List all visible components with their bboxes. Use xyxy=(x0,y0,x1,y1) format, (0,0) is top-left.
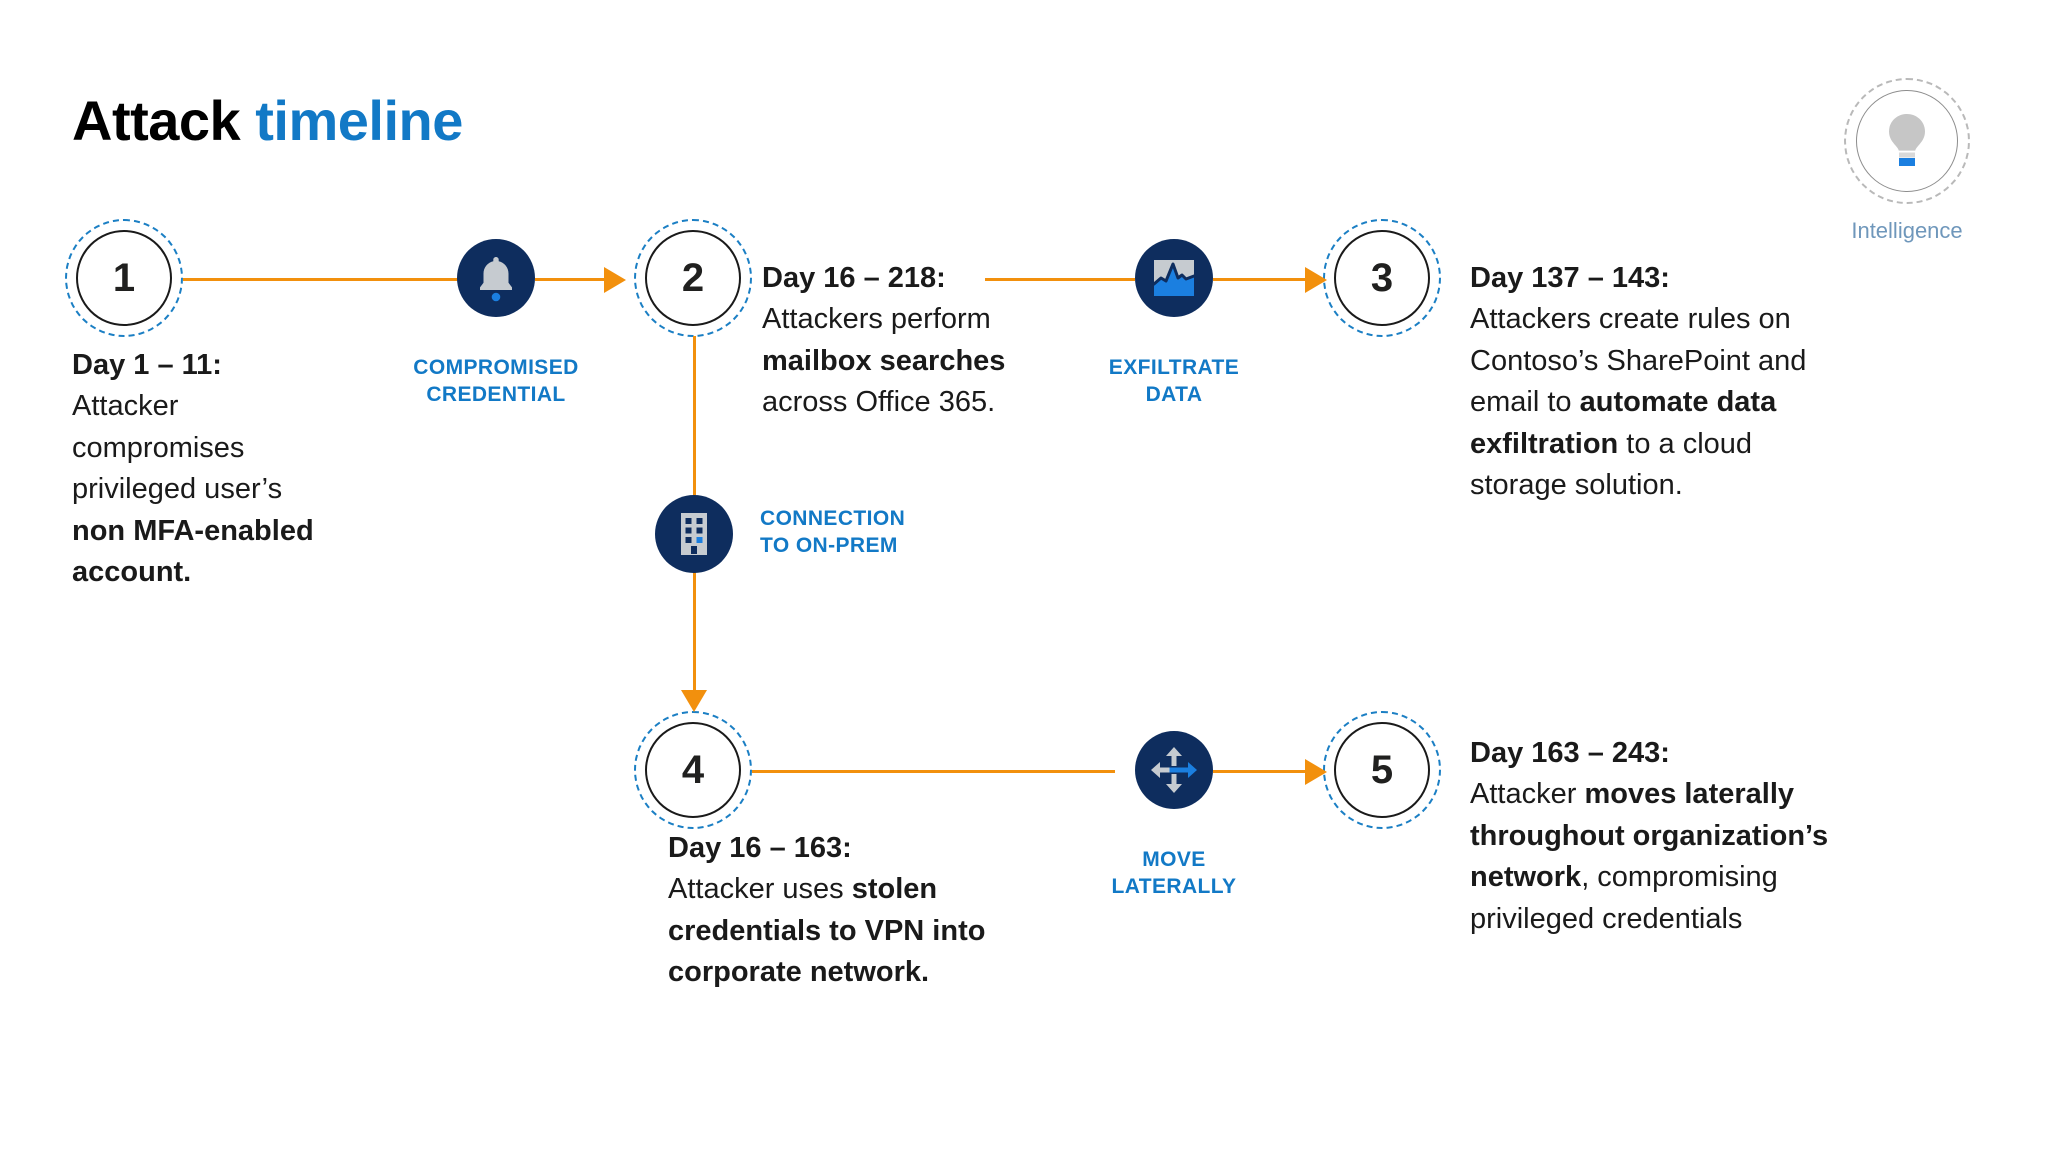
page-title-part2: timeline xyxy=(255,89,463,152)
step-node-1-dashed-ring xyxy=(65,219,183,337)
connector-move-to-5 xyxy=(1213,770,1323,773)
page-title-part1: Attack xyxy=(72,89,241,152)
step-4-description: Day 16 – 163: Attacker uses stolen credent… xyxy=(668,828,1048,994)
step-text-line: throughout organization’s xyxy=(1470,819,1829,852)
step-node-2-number: 2 xyxy=(681,256,705,300)
step-node-1-number: 1 xyxy=(112,256,136,300)
intelligence-badge: Intelligence xyxy=(1826,78,1988,244)
step-text-line: exfiltration to a cloud xyxy=(1470,427,1753,460)
step-text-line: privileged user’s xyxy=(72,473,283,506)
step-day-range: Day 16 – 163: xyxy=(668,832,852,864)
step-text-line: Attackers perform xyxy=(762,303,991,336)
compromised-credential-badge[interactable] xyxy=(457,239,535,317)
move-laterally-label: MOVE LATERALLY xyxy=(1111,848,1237,898)
move-laterally-badge[interactable] xyxy=(1135,731,1213,809)
step-day-range: Day 1 – 11: xyxy=(72,349,222,381)
compromised-credential-label: COMPROMISED CREDENTIAL xyxy=(413,356,579,406)
step-text-line: credentials to VPN into xyxy=(668,914,986,947)
step-text-line: Attacker moves laterally xyxy=(1470,778,1795,811)
chart-icon xyxy=(1150,254,1198,302)
step-node-1-circle: 1 xyxy=(76,230,172,326)
connector-chart-to-3 xyxy=(1213,278,1323,281)
step-node-5-number: 5 xyxy=(1370,748,1394,792)
page-title: Attack timeline xyxy=(72,88,463,153)
bell-icon xyxy=(473,253,519,303)
step-text-line: mailbox searches xyxy=(762,344,1006,377)
step-node-3[interactable]: 3 xyxy=(1323,219,1441,337)
connection-on-prem-badge[interactable] xyxy=(655,495,733,573)
step-text-line: corporate network. xyxy=(668,956,930,989)
connector-bell-to-2 xyxy=(535,278,620,281)
step-text-line: privileged credentials xyxy=(1470,902,1743,935)
exfiltrate-data-label: EXFILTRATE DATA xyxy=(1108,356,1240,406)
step-5-description: Day 163 – 243: Attacker moves laterally th… xyxy=(1470,733,1900,940)
step-node-3-circle: 3 xyxy=(1334,230,1430,326)
step-node-4[interactable]: 4 xyxy=(634,711,752,829)
step-node-5[interactable]: 5 xyxy=(1323,711,1441,829)
step-text-line: Attackers create rules on xyxy=(1470,303,1791,336)
step-node-4-circle: 4 xyxy=(645,722,741,818)
step-text-line: email to automate data xyxy=(1470,386,1777,419)
step-3-description: Day 137 – 143: Attackers create rules on C… xyxy=(1470,258,1890,507)
step-1-description: Day 1 – 11: Attacker compromises privileged… xyxy=(72,345,402,594)
step-node-2-circle: 2 xyxy=(645,230,741,326)
step-node-2[interactable]: 2 xyxy=(634,219,752,337)
arrowhead-to-node-2 xyxy=(604,267,626,293)
step-node-1[interactable]: 1 xyxy=(65,219,183,337)
connector-4-to-move xyxy=(752,770,1115,773)
intelligence-label: Intelligence xyxy=(1851,218,1963,243)
step-day-range: Day 163 – 243: xyxy=(1470,737,1670,769)
exfiltrate-data-badge[interactable] xyxy=(1135,239,1213,317)
intelligence-dashed-ring xyxy=(1844,78,1970,204)
connector-1-to-bell xyxy=(183,278,493,281)
step-text-line: Attacker xyxy=(72,390,179,423)
step-day-range: Day 137 – 143: xyxy=(1470,262,1670,294)
step-2-description: Day 16 – 218: Attackers perform mailbox se… xyxy=(762,258,1062,424)
arrowhead-to-node-5 xyxy=(1305,759,1327,785)
step-text-line: storage solution. xyxy=(1470,469,1683,502)
step-text-line: Attacker uses stolen xyxy=(668,873,938,906)
building-icon xyxy=(672,510,716,558)
step-node-4-dashed-ring xyxy=(634,711,752,829)
step-text-line: compromises xyxy=(72,431,245,464)
step-day-range: Day 16 – 218: xyxy=(762,262,946,294)
step-text-line: non MFA-enabled xyxy=(72,514,314,547)
move-arrows-icon xyxy=(1149,745,1199,795)
connection-on-prem-label: CONNECTION TO ON-PREM xyxy=(760,507,906,557)
arrowhead-to-node-3 xyxy=(1305,267,1327,293)
arrowhead-to-node-4 xyxy=(681,690,707,712)
step-text-line: across Office 365. xyxy=(762,386,996,419)
step-node-4-number: 4 xyxy=(681,748,705,792)
intelligence-inner-ring xyxy=(1856,90,1958,192)
step-text-line: Contoso’s SharePoint and xyxy=(1470,344,1807,377)
connector-2-to-chart xyxy=(985,278,1135,281)
step-text-line: account. xyxy=(72,556,192,589)
lightbulb-icon xyxy=(1881,108,1933,175)
step-node-3-number: 3 xyxy=(1370,256,1394,300)
step-text-line: network, compromising xyxy=(1470,861,1778,894)
step-node-5-circle: 5 xyxy=(1334,722,1430,818)
